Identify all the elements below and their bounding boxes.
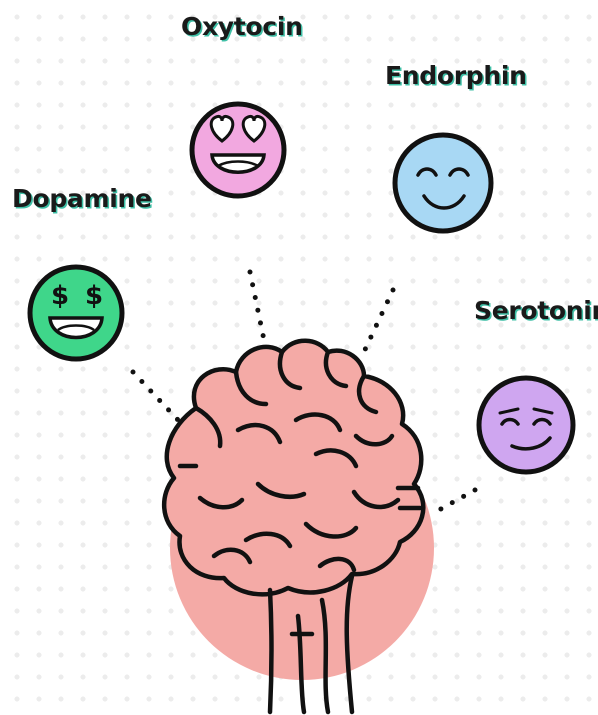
dopamine-face-icon: $ $: [30, 267, 122, 359]
label-dopamine: Dopamine: [12, 184, 152, 213]
label-oxytocin: Oxytocin: [181, 12, 303, 41]
svg-text:$: $: [51, 281, 69, 311]
connector-oxytocin: [250, 272, 264, 340]
endorphin-face-icon: [395, 135, 491, 231]
connector-serotonin: [430, 490, 475, 515]
oxytocin-face-icon: [192, 104, 284, 196]
label-endorphin: Endorphin: [385, 61, 527, 90]
connector-dopamine: [133, 372, 178, 420]
serotonin-face-icon: [479, 378, 573, 472]
connector-endorphin: [362, 290, 393, 356]
label-serotonin: Serotonin: [474, 296, 598, 325]
svg-text:$: $: [85, 281, 103, 311]
